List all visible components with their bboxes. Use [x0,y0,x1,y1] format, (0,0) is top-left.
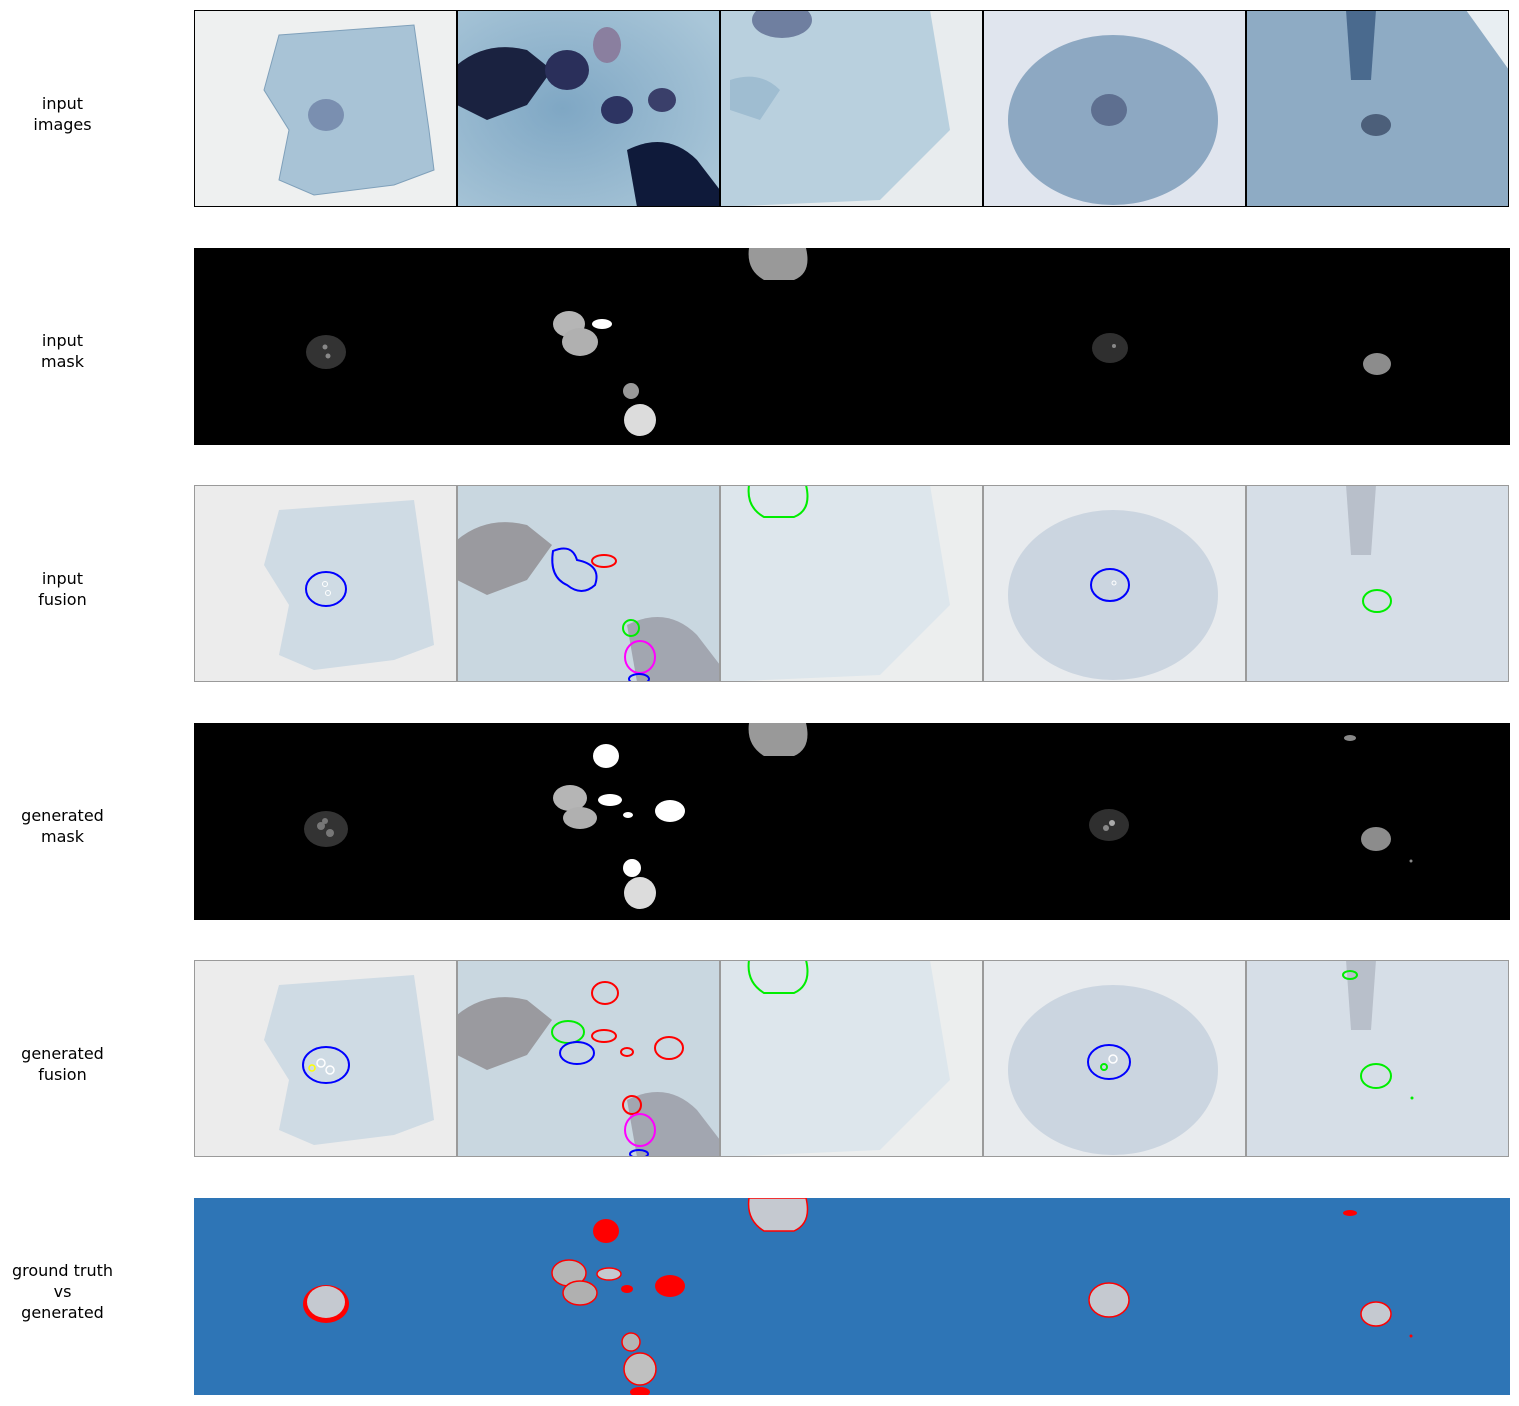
input-fusion-tile-5 [1246,485,1509,682]
gt-vs-generated-tile-4 [1088,1282,1130,1318]
gt-vs-generated-tile-1 [303,1285,349,1323]
input-image-tile-5 [1246,10,1509,207]
row-label-ground-truth-vs-generated: ground truth vs generated [11,1261,114,1322]
input-image-tile-4 [983,10,1246,207]
input-fusion-tile-4 [983,485,1246,682]
generated-fusion-strip [194,960,1510,1157]
generated-fusion-tile-1 [194,960,457,1157]
input-image-tile-1 [194,10,457,207]
generated-mask-tile-5 [1344,735,1413,863]
generated-fusion-tile-4 [983,960,1246,1157]
generated-mask-tile-2 [553,744,685,909]
input-fusion-tile-3 [720,485,983,682]
input-mask-tile-5 [1363,353,1391,375]
input-images-strip [194,10,1510,207]
generated-mask-tile-1 [304,811,348,847]
ground-truth-vs-generated-strip [194,1198,1510,1395]
input-mask-tile-1 [306,335,346,369]
input-image-tile-3 [720,10,983,207]
generated-mask-tile-4 [1089,809,1129,841]
row-label-generated-fusion: generated fusion [21,1044,104,1084]
gt-vs-generated-tile-3 [747,1198,809,1232]
generated-fusion-tile-5 [1246,960,1509,1157]
row-label-input-images: input images [33,94,92,134]
input-fusion-strip [194,485,1510,682]
input-mask-tile-3 [748,248,808,280]
row-label-input-fusion: input fusion [38,569,87,609]
generated-fusion-tile-2 [457,960,720,1157]
input-fusion-tile-1 [194,485,457,682]
row-label-input-mask: input mask [41,331,84,371]
generated-mask-tile-3 [748,723,808,756]
gt-vs-generated-tile-2 [551,1219,685,1395]
input-image-tile-2 [457,10,720,207]
input-mask-strip [194,248,1510,445]
input-mask-tile-4 [1092,333,1128,363]
row-label-generated-mask: generated mask [21,806,104,846]
gt-vs-generated-tile-5 [1343,1210,1413,1338]
input-mask-tile-2 [553,311,656,436]
generated-mask-strip [194,723,1510,920]
input-fusion-tile-2 [457,485,720,682]
generated-fusion-tile-3 [720,960,983,1157]
